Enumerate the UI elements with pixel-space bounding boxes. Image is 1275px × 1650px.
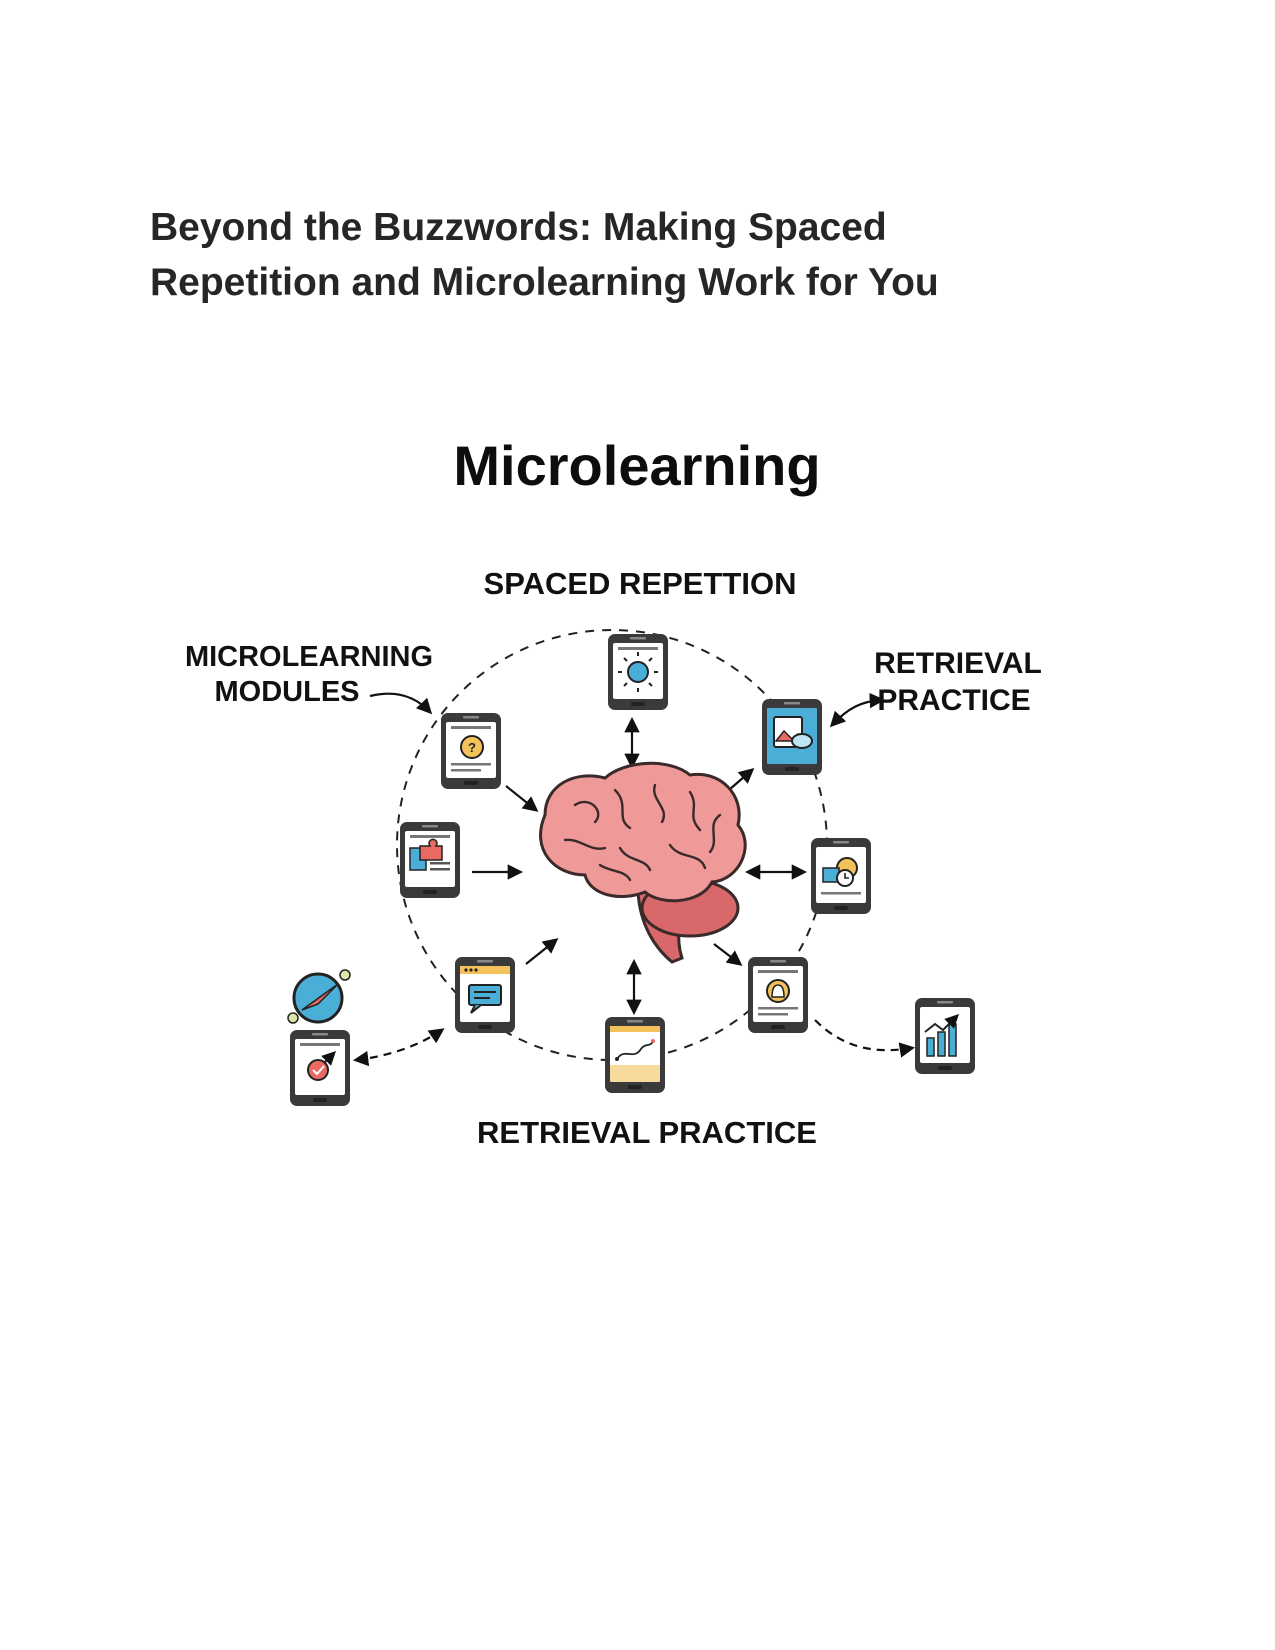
document-title: Beyond the Buzzwords: Making Spaced Repe… — [150, 200, 1050, 310]
picture-cloud-screen-icon — [762, 699, 822, 775]
label-retrieval-right-line-1: RETRIEVAL — [874, 647, 1042, 680]
path-map-screen-icon — [605, 1017, 665, 1093]
label-retrieval-bottom: RETRIEVAL PRACTICE — [477, 1115, 817, 1150]
label-modules-line-1: MICROLEARNING — [185, 641, 433, 673]
svg-text:?: ? — [468, 740, 476, 755]
microlearning-diagram: Microlearning SPACED REPETTION MICROLEAR… — [0, 380, 1275, 1200]
arrow-modules — [369, 692, 433, 715]
puzzle-screen-icon — [400, 822, 460, 898]
arrow-lower-left — [525, 938, 559, 965]
document-title-line-2: Repetition and Microlearning Work for Yo… — [150, 261, 939, 304]
diagram-heading: Microlearning — [453, 434, 820, 497]
document-title-line-1: Beyond the Buzzwords: Making Spaced — [150, 206, 887, 249]
sun-lightbulb-screen-icon — [608, 634, 668, 710]
bell-screen-icon — [748, 957, 808, 1033]
arrow-upper-left — [505, 785, 539, 812]
arrow-lower-right — [713, 943, 743, 966]
gear-clock-screen-icon — [811, 838, 871, 914]
compass-icon — [287, 969, 351, 1024]
label-retrieval-right-line-2: PRACTICE — [877, 684, 1030, 717]
label-spaced-repetition: SPACED REPETTION — [484, 566, 797, 601]
arrow-retrieval-right — [829, 692, 886, 728]
diagram-canvas: Microlearning SPACED REPETTION MICROLEAR… — [185, 434, 1042, 1150]
brain-icon — [539, 761, 747, 964]
arrow-far-right — [814, 1019, 916, 1058]
question-bubble-screen-icon: ? — [441, 713, 501, 789]
target-check-screen-icon — [290, 1030, 350, 1106]
label-modules-line-2: MODULES — [215, 676, 360, 708]
bar-chart-growth-screen-icon — [915, 998, 975, 1074]
chat-message-screen-icon — [455, 957, 515, 1033]
arrow-far-left — [352, 1028, 445, 1067]
